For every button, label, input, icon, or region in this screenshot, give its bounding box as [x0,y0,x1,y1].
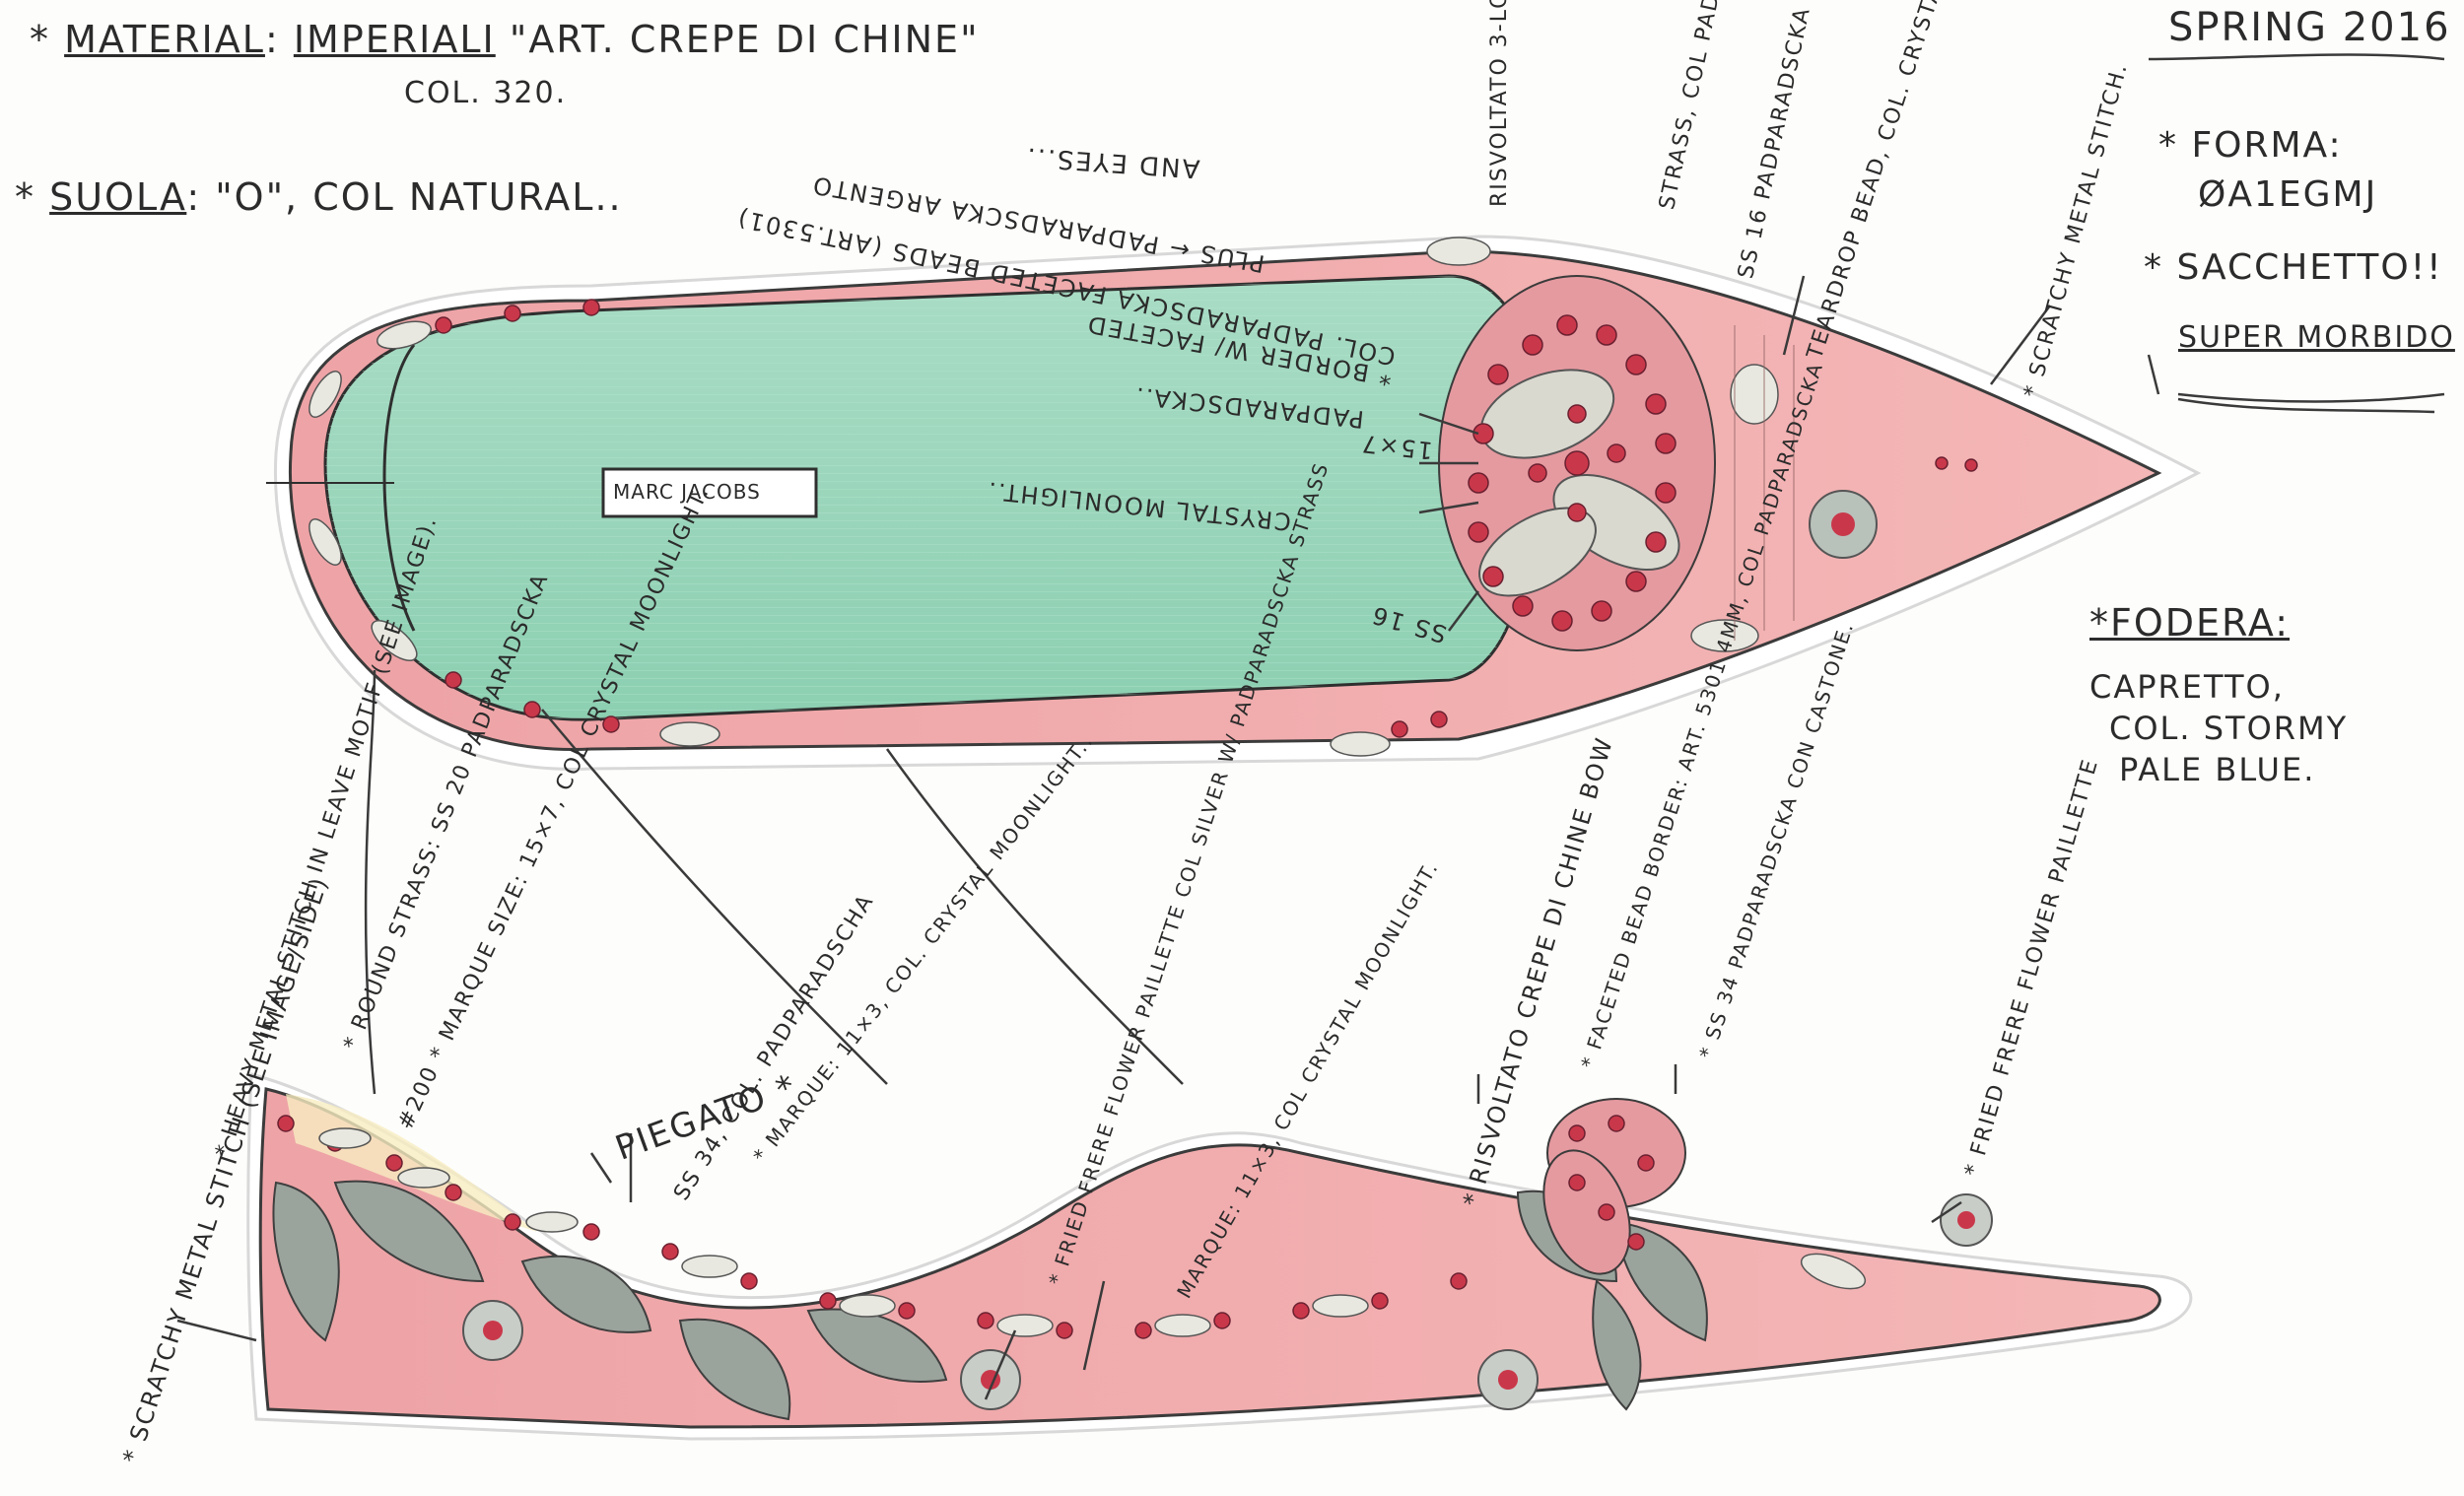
material-value: IMPERIALI [293,18,496,61]
material-article: "ART. CREPE DI CHINE" [509,18,980,61]
material-label: MATERIAL [64,18,265,61]
super-morbido-label: SUPER MORBIDO [2178,320,2455,355]
material-star: * [30,18,50,61]
top-toe-flower [1809,490,1878,559]
forma-label: * FORMA: [2158,125,2343,166]
fodera-line-3: PALE BLUE. [2119,751,2316,788]
top-shoe [266,235,2202,771]
material-note: * MATERIAL: IMPERIALI "ART. CREPE DI CHI… [30,18,980,61]
top-note-risvoltato: RISVOLTATO 3-LOOP CREPE DI CHINE BOW [1487,0,1512,207]
season-title: SPRING 2016 [2168,5,2451,50]
bottom-shoe [246,1072,2193,1441]
material-colon: : [264,18,280,61]
brand-label: MARC JACOBS [613,480,761,504]
fodera-line-2: COL. STORMY [2109,710,2349,747]
suola-star: * [15,175,35,219]
forma-code: ØA1EGMJ [2198,174,2378,215]
suola-value: : "O", COL NATURAL.. [186,175,623,219]
suola-note: * SUOLA: "O", COL NATURAL.. [15,175,623,219]
annotation-leader-lines [176,53,2445,1400]
side-flowers [462,1193,1993,1410]
suola-label: SUOLA [49,175,187,219]
fodera-line-1: CAPRETTO, [2089,668,2285,706]
material-color: COL. 320. [404,76,568,110]
fodera-label: *FODERA: [2089,601,2291,645]
sacchetto-label: * SACCHETTO!! [2144,247,2443,288]
